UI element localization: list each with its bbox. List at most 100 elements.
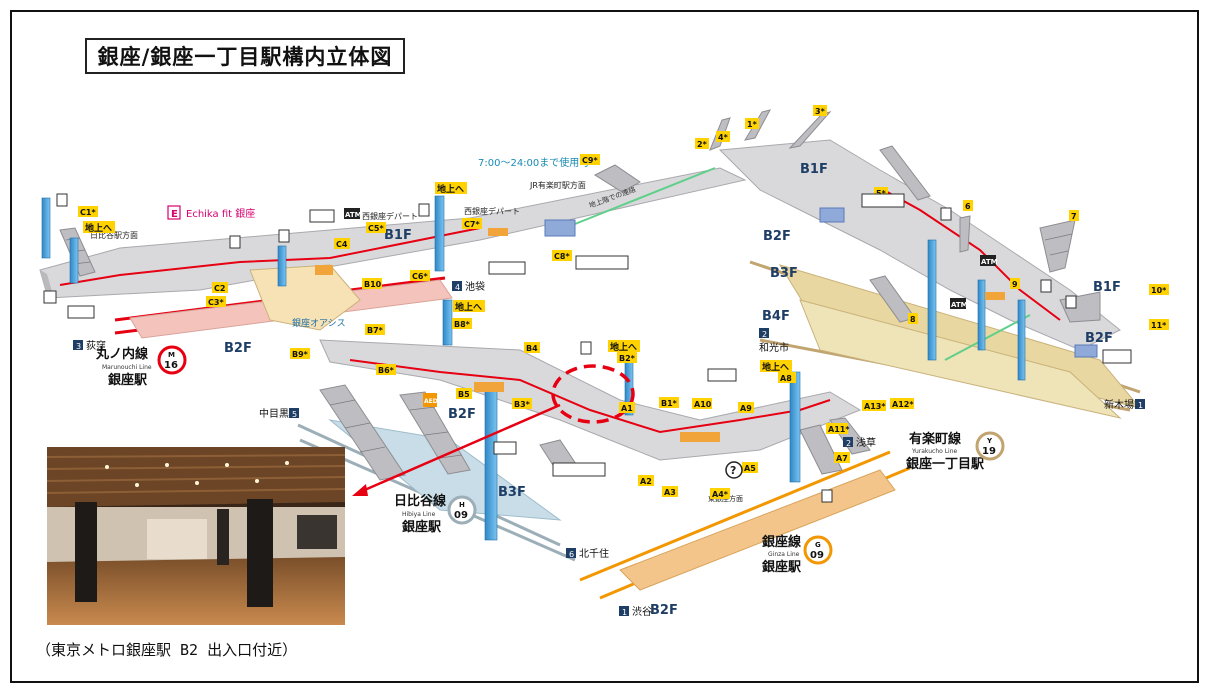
svg-text:有楽町線: 有楽町線 bbox=[909, 431, 962, 447]
exit-a5: A5 bbox=[744, 464, 756, 473]
svg-text:09: 09 bbox=[810, 550, 824, 561]
atm-icon: ATM bbox=[950, 298, 968, 309]
exit-a9: A9 bbox=[740, 404, 752, 413]
floor-labels: B1F B2F B3F B4F B1F B2F B3F B1F B2F B2F … bbox=[224, 162, 1121, 618]
phone-icon bbox=[1065, 295, 1077, 309]
svg-text:地上へ: 地上へ bbox=[437, 183, 464, 195]
toilet-icon bbox=[552, 462, 606, 477]
photo-caption: （東京メトロ銀座駅 B2 出入口付近） bbox=[36, 641, 298, 659]
svg-text:地上へ: 地上へ bbox=[762, 361, 789, 373]
exit-b2: B2* bbox=[619, 354, 636, 363]
nishiginza-dept-label: 西銀座デパート bbox=[362, 211, 418, 221]
exit-3: 3* bbox=[815, 107, 826, 116]
svg-text:日比谷線: 日比谷線 bbox=[394, 493, 447, 509]
exit-c9: C9* bbox=[582, 156, 598, 165]
marunouchi-badge: 丸ノ内線 Marunouchi Line 銀座駅 M 16 bbox=[95, 345, 187, 388]
dest-ikebukuro: 4 池袋 bbox=[452, 280, 485, 293]
elevator-icon bbox=[56, 193, 68, 207]
svg-text:B2F: B2F bbox=[448, 407, 476, 422]
exit-b3: B3* bbox=[514, 400, 531, 409]
exit-4: 4* bbox=[718, 133, 729, 142]
exit-6: 6 bbox=[965, 202, 971, 211]
exit-9: 9 bbox=[1012, 280, 1018, 289]
exit-a13: A13* bbox=[864, 402, 886, 411]
svg-text:G: G bbox=[815, 541, 821, 549]
toilet-icon bbox=[1102, 349, 1132, 364]
svg-text:?: ? bbox=[730, 464, 736, 477]
svg-text:E: E bbox=[171, 209, 178, 220]
exit-b1: B1* bbox=[661, 399, 678, 408]
svg-text:Y: Y bbox=[986, 437, 993, 445]
svg-text:B2F: B2F bbox=[650, 603, 678, 618]
svg-text:4: 4 bbox=[455, 283, 460, 292]
svg-text:荻窪: 荻窪 bbox=[86, 339, 106, 352]
exit-c7: C7* bbox=[464, 220, 480, 229]
facility-icons: ATM ATM ATM ? AED bbox=[43, 193, 1132, 503]
exit-1: 1* bbox=[747, 120, 758, 129]
svg-text:B2F: B2F bbox=[1085, 331, 1113, 346]
svg-text:Marunouchi Line: Marunouchi Line bbox=[102, 364, 152, 371]
yurakucho-badge: 有楽町線 Yurakucho Line 銀座一丁目駅 Y 19 bbox=[906, 431, 1005, 472]
svg-text:B3F: B3F bbox=[770, 266, 798, 281]
svg-text:ATM: ATM bbox=[345, 211, 362, 219]
svg-text:B1F: B1F bbox=[800, 162, 828, 177]
exit-b7: B7* bbox=[367, 326, 384, 335]
atm-icon: ATM bbox=[344, 208, 362, 219]
locker-icon bbox=[493, 441, 517, 455]
aed-icon: AED bbox=[423, 393, 438, 407]
exit-11: 11* bbox=[1151, 321, 1167, 330]
svg-text:B2F: B2F bbox=[763, 229, 791, 244]
ginza-badge: 銀座線 Ginza Line 銀座駅 G 09 bbox=[762, 534, 833, 575]
svg-text:銀座駅: 銀座駅 bbox=[108, 372, 148, 388]
exit-c6: C6* bbox=[412, 272, 428, 281]
locker-icon bbox=[309, 209, 335, 223]
exit-a12: A12* bbox=[892, 400, 914, 409]
page-title-text: 銀座/銀座一丁目駅構内立体図 bbox=[97, 45, 393, 69]
svg-text:池袋: 池袋 bbox=[465, 280, 485, 293]
svg-text:B2F: B2F bbox=[224, 341, 252, 356]
elevator-icon bbox=[418, 203, 430, 217]
svg-text:丸ノ内線: 丸ノ内線 bbox=[95, 346, 149, 362]
svg-text:B3F: B3F bbox=[498, 485, 526, 500]
exit-b4: B4 bbox=[526, 344, 538, 353]
exit-badges[interactable]: C1* C2 C3* C4 C5* C6* C7* C8* C9* B10 B7… bbox=[78, 105, 1169, 499]
svg-text:地上へ: 地上へ bbox=[85, 222, 112, 234]
phone-icon bbox=[229, 235, 241, 249]
exit-7: 7 bbox=[1071, 212, 1077, 221]
svg-text:銀座一丁目駅: 銀座一丁目駅 bbox=[906, 456, 985, 472]
svg-text:浅草: 浅草 bbox=[856, 436, 876, 449]
svg-text:地上へ: 地上へ bbox=[455, 301, 482, 313]
svg-text:6: 6 bbox=[569, 550, 574, 559]
exit-c3: C3* bbox=[208, 298, 224, 307]
echika-label: E Echika fit 銀座 bbox=[167, 205, 255, 220]
svg-text:B1F: B1F bbox=[384, 228, 412, 243]
svg-text:M: M bbox=[168, 351, 175, 359]
page-title: 銀座/銀座一丁目駅構内立体図 bbox=[85, 38, 405, 74]
svg-text:地上へ: 地上へ bbox=[610, 341, 637, 353]
toilet-icon bbox=[575, 255, 629, 270]
underground-connection bbox=[559, 167, 1031, 361]
interior-photo-drawing bbox=[47, 447, 345, 625]
jr-direction-label: JR有楽町駅方面 bbox=[529, 180, 586, 190]
svg-text:中目黒: 中目黒 bbox=[259, 407, 289, 420]
exit-c2: C2 bbox=[214, 284, 225, 293]
wheelchair-icon bbox=[43, 290, 57, 304]
svg-text:B4F: B4F bbox=[762, 309, 790, 324]
interior-photo bbox=[47, 447, 345, 625]
photo-location-marker bbox=[551, 364, 635, 424]
svg-text:19: 19 bbox=[982, 446, 996, 457]
exit-a10: A10 bbox=[694, 400, 712, 409]
exit-b10: B10 bbox=[364, 280, 382, 289]
svg-text:Echika fit 銀座: Echika fit 銀座 bbox=[186, 207, 255, 220]
svg-text:Hibiya Line: Hibiya Line bbox=[402, 511, 436, 518]
exit-a8: A8 bbox=[780, 374, 792, 383]
arrowhead bbox=[352, 484, 368, 496]
